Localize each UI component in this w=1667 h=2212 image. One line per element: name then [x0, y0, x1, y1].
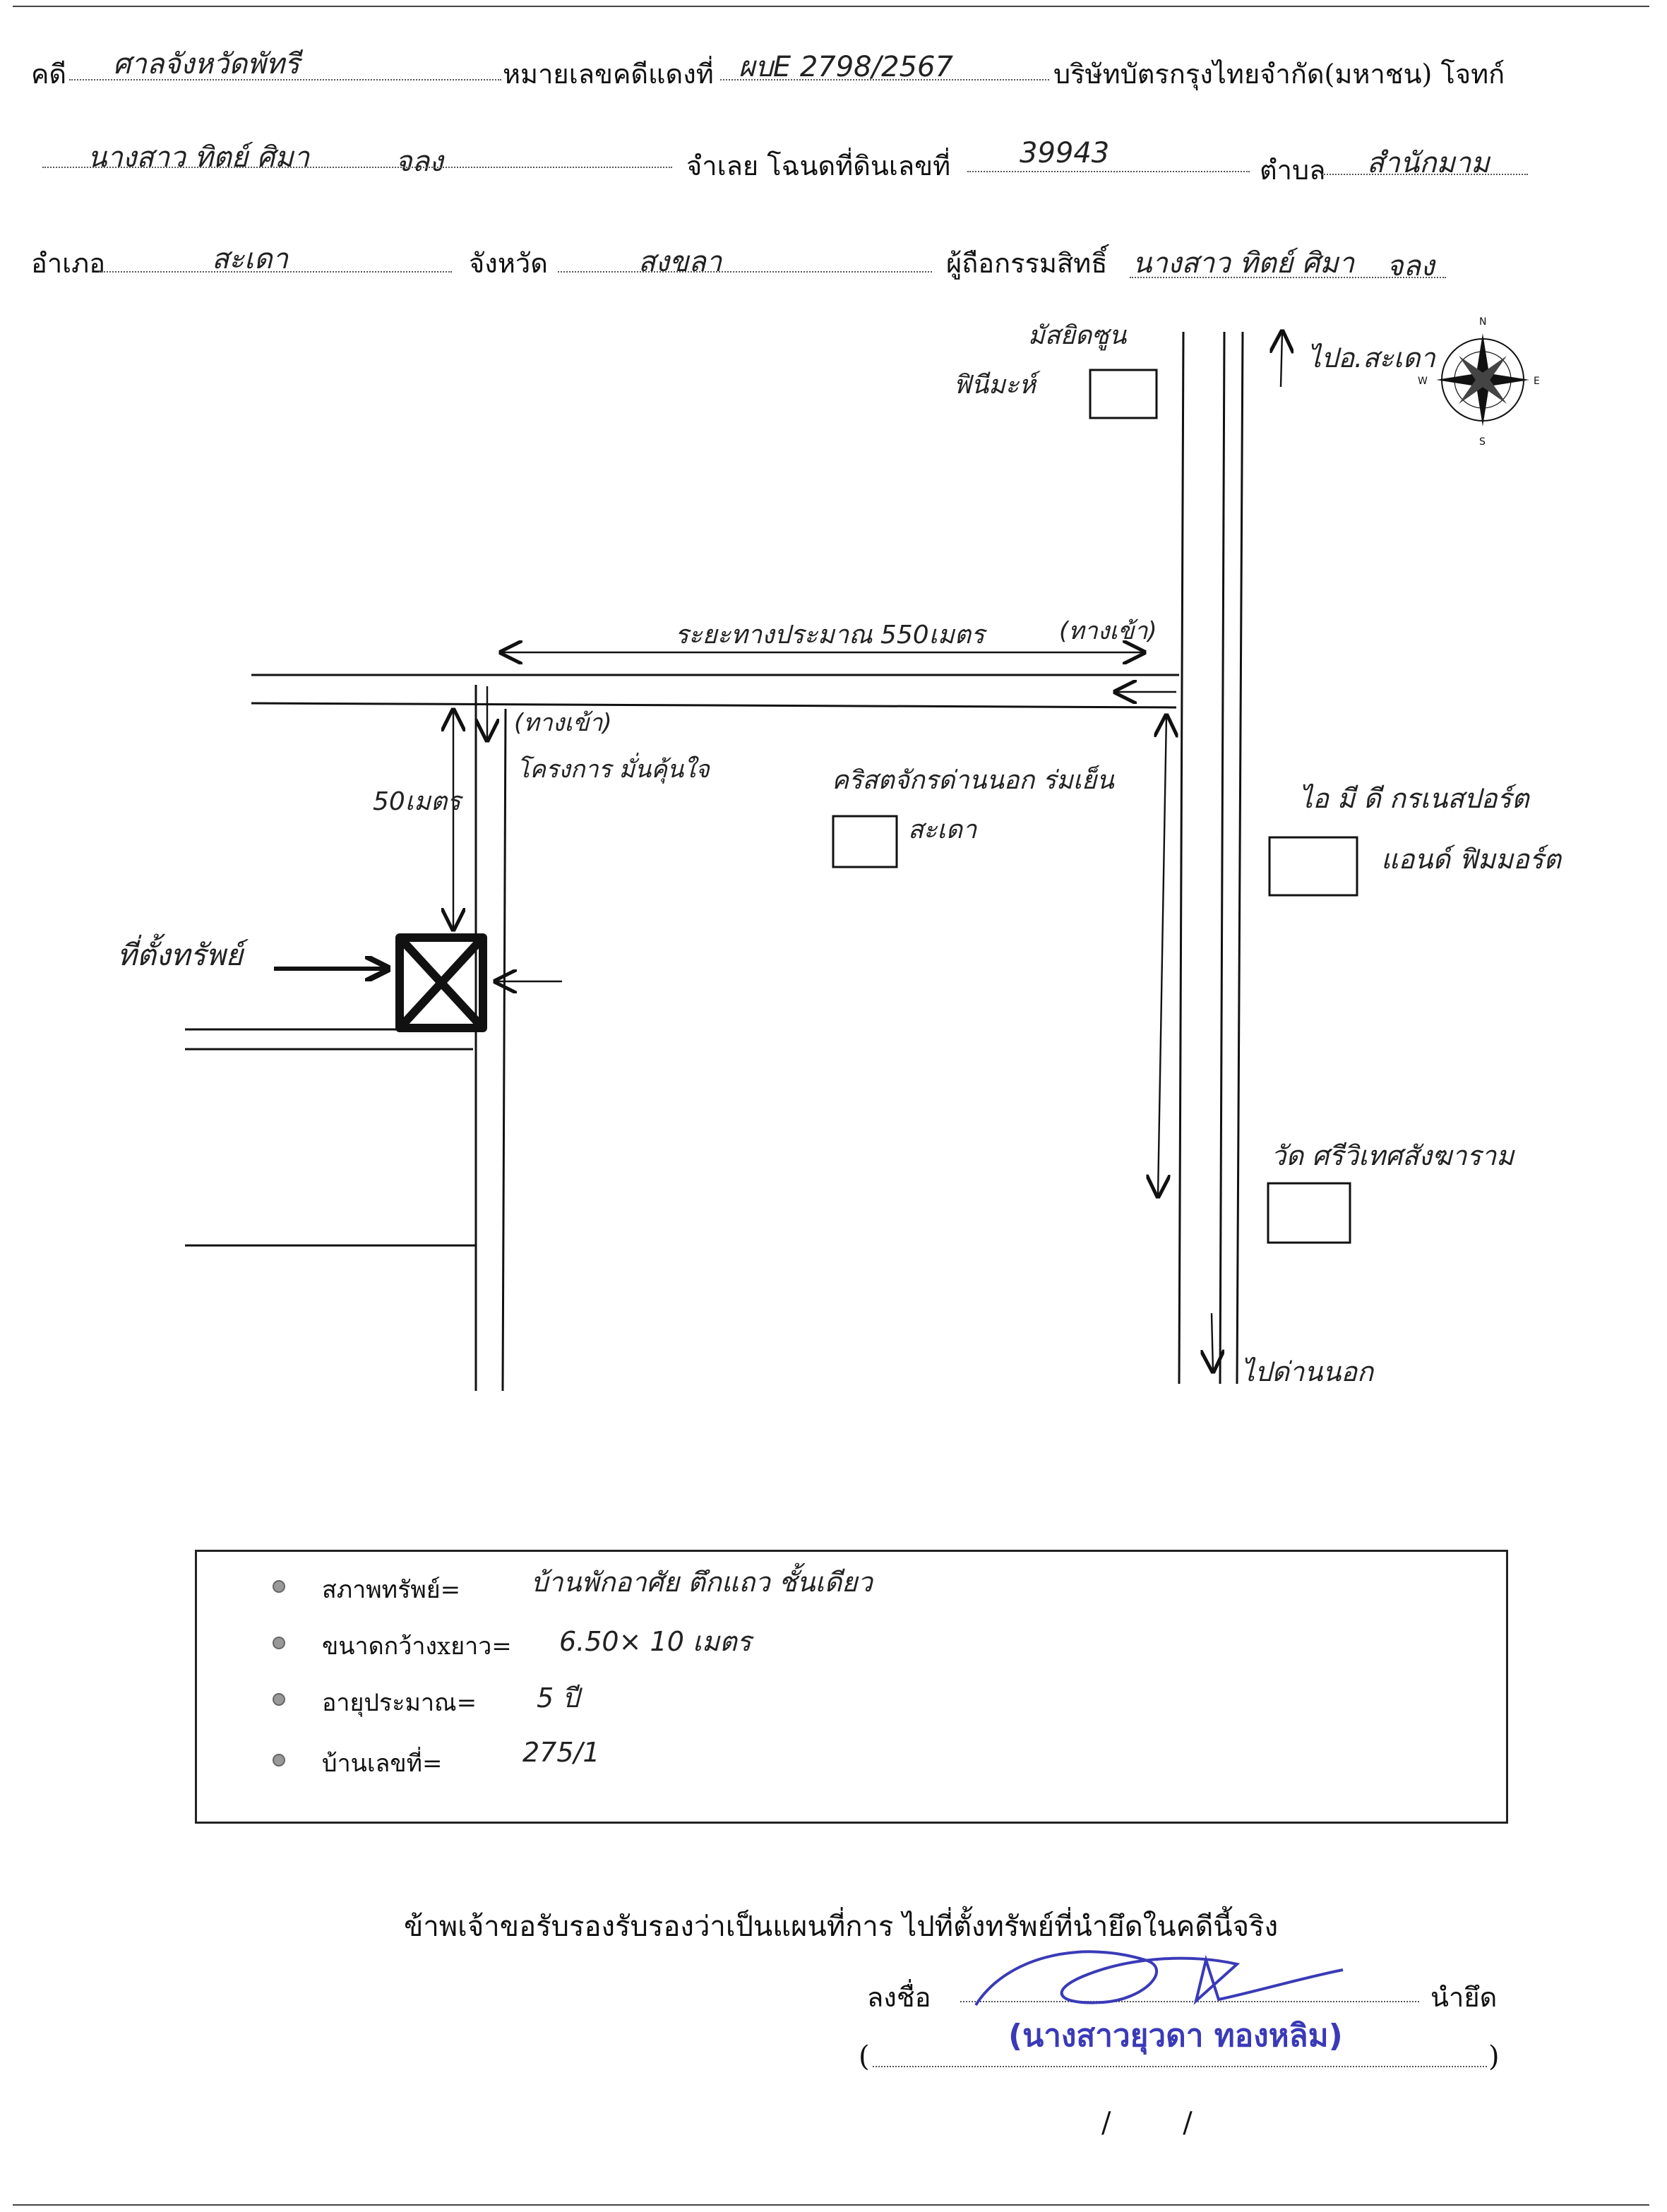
- school-box: [832, 815, 898, 868]
- subdistrict-label: ตำบล: [1260, 155, 1326, 186]
- to-bottom-label: ไปด่านนอก: [1241, 1356, 1374, 1387]
- hotel-label: ไอ มี ดี กรเนสปอร์ต: [1299, 783, 1529, 814]
- age-value: 5 ปี: [537, 1682, 580, 1714]
- info-bullet-4: [273, 1754, 285, 1766]
- deed-label: จำเลย โฉนดที่ดินเลขที่: [686, 150, 951, 181]
- hotel-box: [1268, 836, 1358, 897]
- info-bullet-2: [273, 1637, 285, 1649]
- size-label: ขนาดกว้างxยาว=: [322, 1632, 512, 1661]
- defendant-dotline: [42, 167, 672, 168]
- name-dotline: [873, 2066, 1487, 2067]
- distance-550-label: ระยะทางประมาณ 550เมตร: [675, 621, 985, 650]
- soi-right-edge: [501, 708, 507, 1392]
- owner-value: นางสาว ทิตย์ ศิมา: [1133, 247, 1355, 280]
- court-dotline: [69, 79, 501, 80]
- temple-label: วัด ศรีวิเทศสังฆาราม: [1271, 1140, 1514, 1171]
- compass-n: N: [1479, 316, 1486, 328]
- school-label: คริสตจักรด่านนอก ร่มเย็น: [832, 766, 1114, 795]
- temple-box: [1267, 1182, 1351, 1244]
- to-bottom-arrow: [1212, 1313, 1213, 1371]
- main-road-length-arrow: [1158, 716, 1166, 1196]
- case-number-label: หมายเลขคดีแดงที่: [503, 59, 714, 90]
- project-label: โครงการ มั่นคุ้นใจ: [517, 755, 710, 784]
- case-label: คดี: [31, 59, 67, 90]
- paved-side-label: (ทางเข้า): [514, 709, 612, 737]
- compass-e: E: [1534, 376, 1540, 387]
- property-marker-cross-b: [396, 934, 486, 1032]
- signer-name: (นางสาวยุวดา ทองหลิม): [1008, 2018, 1343, 2054]
- court-value: ศาลจังหวัดพัทรี: [113, 48, 300, 80]
- defendant-role: จลง: [395, 145, 443, 178]
- info-bullet-1: [273, 1580, 285, 1593]
- name-paren-close: ): [1488, 2040, 1500, 2073]
- owner-dotline: [1130, 277, 1446, 278]
- distance-50-label: 50เมตร: [373, 787, 461, 816]
- to-top-arrow: [1281, 332, 1282, 388]
- condition-value: บ้านพักอาศัย ตึกแถว ชั้นเดียว: [531, 1567, 873, 1598]
- owner-label: ผู้ถือกรรมสิทธิ์: [946, 248, 1108, 279]
- property-location-label: ที่ตั้งทรัพย์: [117, 938, 244, 972]
- property-info-box: [195, 1550, 1508, 1824]
- case-number-dotline: [720, 79, 1049, 80]
- signature-dotline: [960, 2001, 1419, 2002]
- branch-road-bottom-edge: [251, 702, 1177, 709]
- mosque-box: [1089, 369, 1158, 419]
- school-label-line2: สะเดา: [908, 815, 977, 844]
- info-bullet-3: [273, 1693, 285, 1706]
- hotel-label-line2: แอนด์ ฟิมมอร์ต: [1381, 844, 1561, 875]
- subdistrict-dotline: [1322, 174, 1528, 175]
- signature-scribble: [974, 1950, 1344, 2007]
- defendant-value: นางสาว ทิตย์ ศิมา: [88, 141, 310, 174]
- paved-top-label: (ทางเข้า): [1059, 617, 1157, 645]
- district-label: อำเภอ: [31, 248, 106, 279]
- province-value: สงขลา: [638, 246, 722, 278]
- page-border: [13, 6, 1649, 2206]
- mosque-label: มัสยิดซูน: [1028, 321, 1127, 350]
- size-value: 6.50× 10 เมตร: [559, 1626, 752, 1657]
- compass-w: W: [1418, 376, 1428, 387]
- date-slashes: / /: [1101, 2107, 1193, 2139]
- plaintiff-value: บริษัทบัตรกรุงไทยจำกัด(มหาชน) โจทก์: [1053, 59, 1505, 90]
- main-road-center: [1219, 331, 1226, 1385]
- house-number-value: 275/1: [522, 1737, 600, 1768]
- to-top-label: ไปอ.สะเดา: [1308, 342, 1435, 373]
- age-label: อายุประมาณ=: [322, 1689, 477, 1717]
- district-dotline: [99, 271, 452, 273]
- main-road-left-edge: [1178, 331, 1185, 1385]
- district-value: สะเดา: [212, 243, 289, 275]
- main-road-right-edge: [1236, 331, 1244, 1385]
- province-label: จังหวัด: [469, 248, 548, 279]
- sign-label: ลงชื่อ: [867, 1982, 931, 2013]
- deed-value: 39943: [1020, 137, 1110, 169]
- province-dotline: [558, 271, 932, 273]
- compass-s: S: [1479, 436, 1486, 448]
- certification-statement: ข้าพเจ้าขอรับรองรับรองว่าเป็นแผนที่การ ไ…: [404, 1911, 1279, 1943]
- seizer-label: นำยึด: [1430, 1982, 1498, 2013]
- name-paren-open: (: [859, 2040, 870, 2073]
- mosque-label-line2: ฟินีมะห์: [953, 371, 1036, 400]
- house-number-label: บ้านเลขที่=: [322, 1750, 443, 1778]
- case-number-value: ผบE 2798/2567: [739, 51, 953, 83]
- property-marker: [395, 933, 487, 1032]
- condition-label: สภาพทรัพย์=: [322, 1576, 461, 1604]
- compass-rose-icon: N S E W: [1418, 316, 1540, 448]
- deed-dotline: [967, 171, 1250, 172]
